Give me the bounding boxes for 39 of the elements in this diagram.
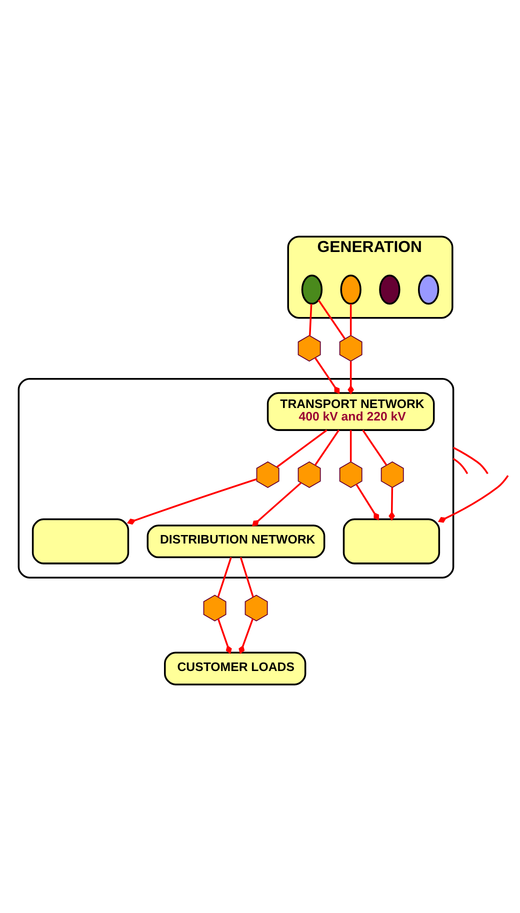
connector [314,357,340,394]
connector [318,299,346,339]
node-box [342,518,440,564]
connector [356,483,380,520]
connector [276,428,328,468]
connector [452,457,468,474]
connector [240,556,254,597]
node-circle [418,274,440,304]
node-hexagon [380,460,404,488]
node-box: TRANSPORT NETWORK 400 kV and 220 kV [266,392,435,430]
connector [388,486,395,520]
cluster: GENERATION [287,235,454,318]
connector [362,429,388,466]
node-hexagon [203,594,226,621]
node-circle [340,274,362,304]
node-hexagon [298,334,321,362]
connector [350,430,352,462]
node-hexagon [339,460,362,488]
connector [217,618,232,654]
node-circle [301,274,323,304]
connector [126,478,257,524]
node-hexagon [244,594,268,621]
connector [348,360,354,394]
node-circle [379,274,400,304]
cluster [18,377,454,578]
node-box [32,518,130,564]
node-box: CUSTOMER LOADS [164,651,306,685]
connector [350,304,352,335]
node-hexagon [298,460,321,488]
connector [314,429,340,466]
node-hexagon [339,334,362,362]
connector [452,446,488,474]
node-hexagon [256,460,280,488]
connector [217,556,232,597]
connector [238,618,254,654]
node-box: DISTRIBUTION NETWORK [146,524,326,558]
connector [308,303,312,336]
connector [252,482,302,526]
connector [438,474,509,522]
